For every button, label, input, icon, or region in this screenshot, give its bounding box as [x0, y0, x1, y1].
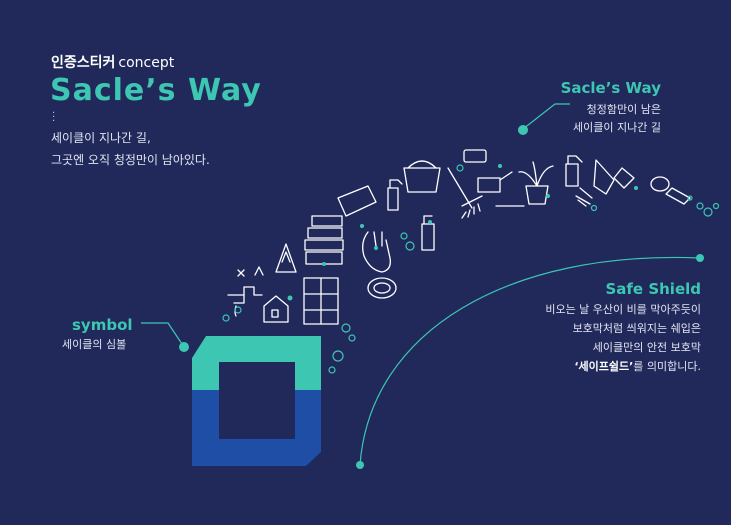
symbol-callout-title: symbol — [72, 316, 133, 334]
potted-plant-icon — [518, 161, 554, 205]
sparkle-dots-icon — [287, 164, 638, 301]
rake-icon — [447, 167, 483, 219]
kicker-bold: 인증스티커 — [51, 55, 116, 71]
shield-arc — [359, 256, 701, 466]
symbol-dot — [179, 342, 189, 352]
intro-line-1: 세이클이 지나간 길, — [51, 131, 151, 145]
shield-callout-line-3: 세이클만의 안전 보호막 — [592, 341, 701, 354]
glove-small-icon — [613, 167, 635, 189]
glove-icon — [362, 231, 391, 273]
sparkle-icon — [237, 266, 264, 277]
way-connector — [522, 103, 570, 130]
intro-line-2: 그곳엔 오직 청정만이 남아있다. — [51, 153, 210, 167]
shield-callout-title: Safe Shield — [605, 280, 701, 298]
page-title: Sacle’s Way — [50, 73, 262, 108]
kicker-light: concept — [118, 55, 175, 71]
shield-dot-bottom — [356, 461, 364, 469]
symbol-mark — [192, 336, 321, 466]
plate-icon — [367, 277, 397, 299]
wet-floor-sign-icon — [275, 243, 297, 273]
sponge-stack-icon — [304, 215, 344, 265]
watering-can-icon — [463, 149, 525, 207]
spray-bottle-icon — [387, 179, 435, 251]
shield-callout-line-4: ‘세이프쉴드’를 의미합니다. — [574, 358, 701, 374]
shield-callout-line-2: 보호막처럼 씌워지는 쉐입은 — [572, 322, 701, 335]
squeegee-icon — [565, 155, 615, 195]
brush-icon — [575, 176, 691, 207]
way-dot — [518, 125, 528, 135]
way-callout-line-1: 청정함만이 남은 — [586, 103, 661, 116]
shield-name-bold: ‘세이프쉴드’ — [574, 360, 634, 373]
divider-dots: ··· — [52, 108, 56, 127]
house-icon — [263, 295, 289, 323]
way-callout-title: Sacle’s Way — [560, 79, 661, 97]
towel-icon — [337, 185, 377, 217]
bucket-icon — [403, 160, 441, 193]
symbol-callout-line-1: 세이클의 심볼 — [62, 338, 127, 351]
shield-callout-line-1: 비오는 날 우산이 비를 막아주듯이 — [545, 303, 701, 316]
faucet-icon — [227, 286, 263, 317]
way-callout-line-2: 세이클이 지나간 길 — [573, 121, 661, 134]
ladder-icon — [303, 277, 339, 325]
shield-dot-top — [696, 254, 704, 262]
symbol-connector — [141, 322, 185, 348]
bubbles-icon — [222, 164, 720, 374]
shield-line-4-rest: 를 의미합니다. — [633, 360, 701, 373]
